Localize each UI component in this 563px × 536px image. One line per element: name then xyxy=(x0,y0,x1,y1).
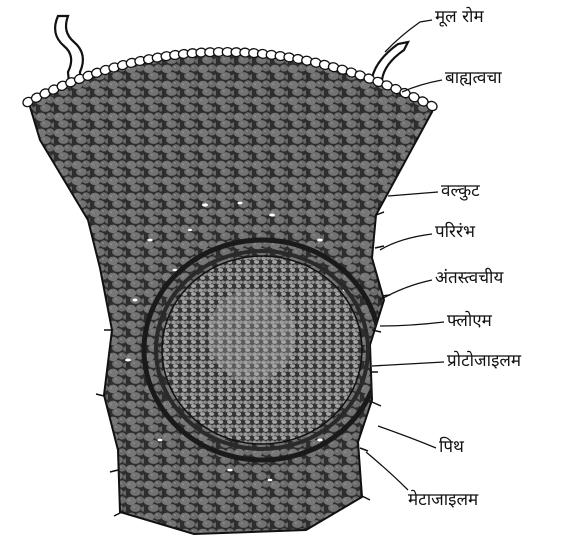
pith-region xyxy=(208,289,296,381)
leader-protoxylem xyxy=(372,362,444,366)
label-pericycle: परिरंभ xyxy=(435,222,475,242)
label-protoxylem: प्रोटोजाइलम xyxy=(447,351,521,371)
leader-pith xyxy=(378,426,436,448)
label-pith: पिथ xyxy=(439,437,464,457)
label-epidermis: बाह्यत्वचा xyxy=(445,68,502,88)
leader-root-hair xyxy=(385,20,432,52)
label-metaxylem: मेटाजाइलम xyxy=(408,490,478,510)
label-endodermis: अंतस्त्वचीय xyxy=(435,268,503,288)
label-cortex: वल्कुट xyxy=(441,181,480,201)
leader-endodermis xyxy=(380,280,432,300)
leader-cortex xyxy=(388,192,438,196)
leader-metaxylem xyxy=(366,452,408,490)
leader-phloem xyxy=(380,322,444,326)
label-phloem: फ्लोएम xyxy=(447,311,492,331)
label-root-hair: मूल रोम xyxy=(435,7,484,27)
leader-pericycle xyxy=(380,234,432,250)
